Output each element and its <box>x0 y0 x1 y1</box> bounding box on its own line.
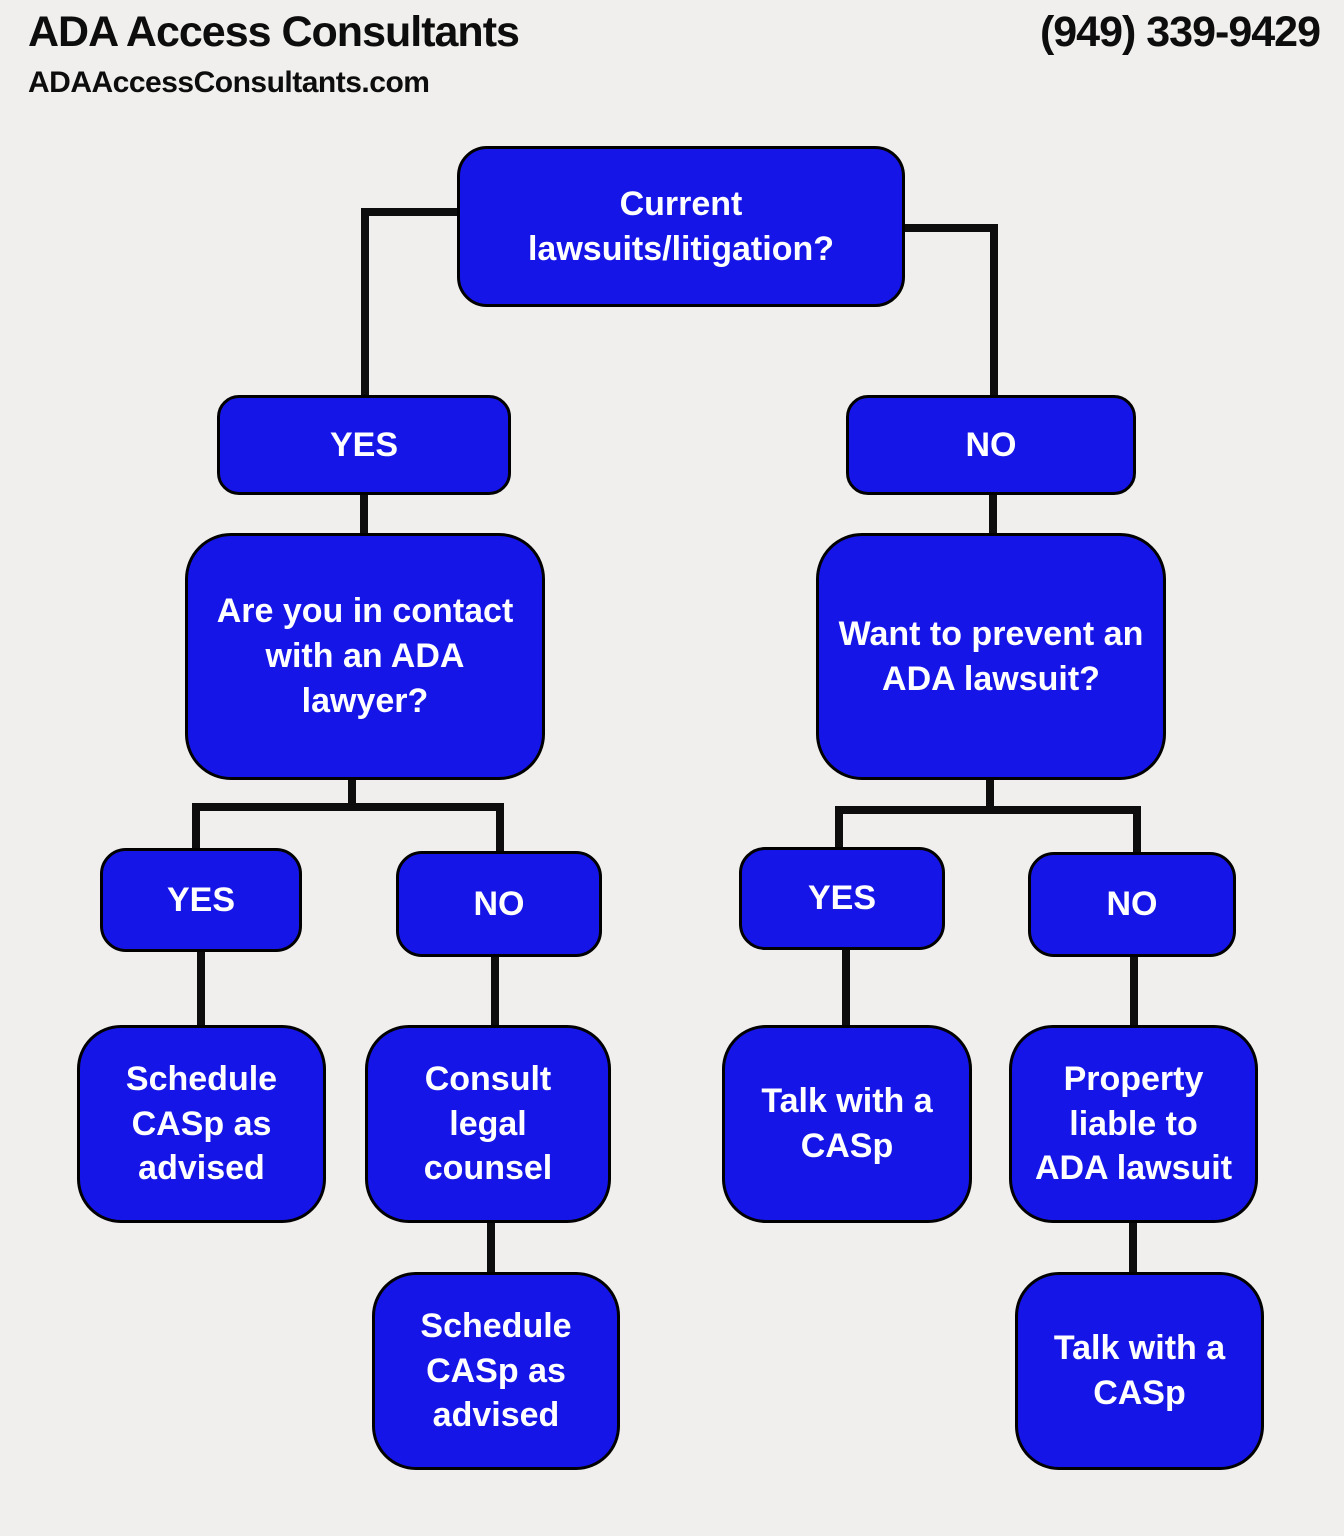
connector-line <box>1130 953 1138 1030</box>
node-talk-with-casp: Talk with a CASp <box>722 1025 972 1223</box>
connector-line <box>487 1218 495 1278</box>
node-no-contact: NO <box>396 851 602 957</box>
node-contact-ada-lawyer: Are you in contact with an ADA lawyer? <box>185 533 545 780</box>
website-url: ADAAccessConsultants.com <box>28 66 430 99</box>
connector-line <box>192 803 200 853</box>
connector-line <box>986 776 994 814</box>
connector-line <box>1129 1218 1137 1278</box>
node-schedule-casp-advised-2: Schedule CASp as advised <box>372 1272 620 1470</box>
connector-line <box>1133 806 1141 857</box>
node-no-lawsuits: NO <box>846 395 1136 495</box>
connector-line <box>835 806 843 852</box>
connector-line <box>990 224 998 400</box>
node-yes-contact: YES <box>100 848 302 952</box>
connector-line <box>197 948 205 1030</box>
connector-line <box>989 490 997 538</box>
node-no-prevent: NO <box>1028 852 1236 957</box>
node-consult-legal-counsel: Consult legal counsel <box>365 1025 611 1223</box>
node-yes-lawsuits: YES <box>217 395 511 495</box>
company-name: ADA Access Consultants <box>28 8 520 56</box>
phone-number: (949) 339-9429 <box>1039 8 1321 56</box>
node-property-liable: Property liable to ADA lawsuit <box>1009 1025 1258 1223</box>
connector-line <box>835 806 1141 814</box>
connector-line <box>496 803 504 857</box>
node-current-lawsuits: Current lawsuits/litigation? <box>457 146 905 307</box>
connector-line <box>348 776 356 811</box>
node-schedule-casp-advised: Schedule CASp as advised <box>77 1025 326 1223</box>
node-prevent-lawsuit: Want to prevent an ADA lawsuit? <box>816 533 1166 780</box>
connector-line <box>360 490 368 538</box>
connector-line <box>192 803 504 811</box>
node-yes-prevent: YES <box>739 847 945 950</box>
connector-line <box>361 208 369 400</box>
connector-line <box>361 208 465 216</box>
connector-line <box>842 946 850 1030</box>
node-talk-with-casp-2: Talk with a CASp <box>1015 1272 1264 1470</box>
connector-line <box>491 953 499 1030</box>
connector-line <box>900 224 998 232</box>
